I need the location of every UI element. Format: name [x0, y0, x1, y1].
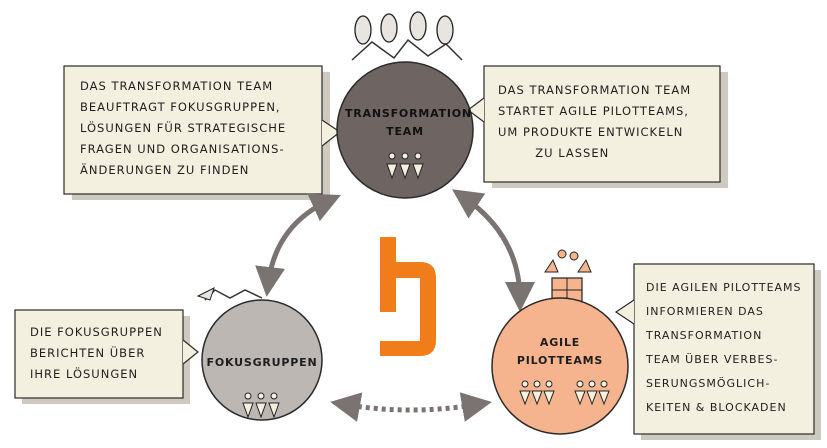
note-left-top: Das Transformation Team beauftragt Fokus…	[80, 79, 287, 177]
note-left-bottom: Die Fokusgruppen berichten über ihre Lös…	[30, 325, 163, 381]
b-logo-icon	[380, 237, 436, 356]
arrow-tt-fokus	[255, 193, 341, 297]
note-box-right-bottom	[614, 263, 821, 440]
note-right-bottom: Die agilen Pilotteams informieren das Tr…	[646, 281, 802, 414]
note-box-left-bottom	[14, 309, 199, 404]
note-right-top: Das Transformation Team startet agile Pi…	[498, 83, 692, 160]
label-fokusgruppen: Fokusgruppen	[206, 356, 318, 369]
label-agile-pilotteams: Agile Pilotteams	[516, 336, 604, 367]
node-fokusgruppen	[196, 287, 323, 421]
note-box-left-top	[63, 65, 342, 200]
node-agile-pilotteams	[491, 249, 629, 435]
node-transformation-team	[336, 11, 474, 199]
label-transformation-team: Transformation Team	[345, 107, 472, 138]
arrow-fokus-agile	[330, 392, 492, 422]
note-box-right-top	[467, 65, 728, 188]
arrow-tt-agile	[452, 189, 535, 312]
